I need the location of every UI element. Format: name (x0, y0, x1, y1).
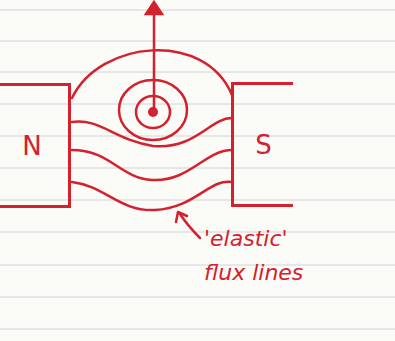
ruled-lines (0, 10, 395, 329)
force-arrow (153, 10, 156, 110)
arrow-head (146, 2, 162, 14)
flux-line (72, 118, 232, 146)
magnet-pole: S (231, 82, 293, 207)
conductor-dot (148, 107, 158, 117)
flux-line (72, 182, 232, 210)
arrow-head (176, 212, 187, 222)
pole-label: S (255, 130, 272, 160)
magnet-pole: N (0, 83, 71, 208)
pole-label: N (22, 131, 41, 161)
annotation: 'elastic' flux lines (204, 222, 329, 290)
leader-line (180, 214, 200, 238)
flux-line (72, 50, 232, 98)
flux-line (72, 150, 232, 180)
